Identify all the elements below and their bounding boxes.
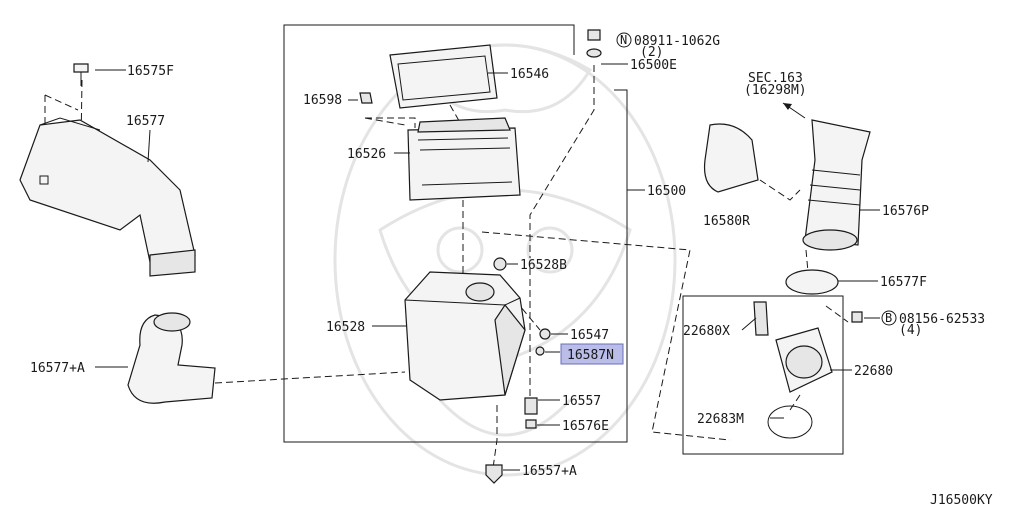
label-16580R: 16580R: [703, 214, 750, 229]
part-16577F-clamp: [785, 269, 839, 295]
label-16528B: 16528B: [520, 258, 567, 273]
part-16576E-clip: [525, 419, 537, 429]
label-08911-symbol: N: [620, 33, 627, 47]
assembly-frame-16500: [283, 24, 645, 443]
label-16587N[interactable]: 16587N: [567, 348, 614, 363]
part-16575F-bolt: [73, 63, 89, 86]
label-16575F: 16575F: [127, 64, 174, 79]
label-08911-qty: (2): [640, 45, 663, 60]
part-16580R-resonator: [703, 123, 759, 193]
label-16577F: 16577F: [880, 275, 927, 290]
label-16526: 16526: [347, 147, 386, 162]
label-22680X: 22680X: [683, 324, 730, 339]
label-16557A: 16557+A: [522, 464, 577, 479]
part-16598-clip: [359, 92, 373, 104]
label-16557: 16557: [562, 394, 601, 409]
b-symbol-circle: [881, 310, 897, 326]
label-16528: 16528: [326, 320, 365, 335]
part-16577-duct: [19, 117, 196, 277]
label-16598: 16598: [303, 93, 342, 108]
highlight-16587N: [560, 343, 624, 365]
n-symbol-circle: [616, 32, 632, 48]
part-16576P-hose: [802, 119, 871, 251]
label-16576E: 16576E: [562, 419, 609, 434]
label-08156: 08156-62533: [899, 312, 985, 327]
part-16587N-grommet: [535, 346, 545, 356]
label-16546: 16546: [510, 67, 549, 82]
part-16526-cover: [407, 117, 521, 201]
part-22683M-oring: [767, 405, 813, 439]
part-08911-nut: [587, 29, 601, 41]
part-22680-meter: [775, 327, 833, 393]
part-08156-bolt: [851, 311, 863, 323]
part-22680X-sensor: [753, 301, 769, 336]
part-16547-washer: [539, 328, 551, 340]
label-22683M: 22683M: [697, 412, 744, 427]
label-08156-symbol: B: [885, 311, 892, 325]
label-16500E: 16500E: [630, 58, 677, 73]
label-08156-group: B 08156-62533 (4): [881, 310, 985, 338]
label-08911: 08911-1062G: [634, 34, 720, 49]
label-22680: 22680: [854, 364, 893, 379]
label-16500: 16500: [647, 184, 686, 199]
label-08911-group: N 08911-1062G (2): [616, 32, 720, 60]
frame-22680: [682, 295, 844, 455]
part-16557A-valve: [485, 464, 503, 484]
label-leaders: [95, 63, 880, 471]
part-16546-filter: [389, 44, 498, 109]
part-16577A-elbow: [127, 312, 216, 404]
arrow-to-sec163: [782, 102, 806, 119]
label-08156-qty: (4): [899, 323, 922, 338]
diagram-code: J16500KY: [930, 493, 993, 508]
label-16576P: 16576P: [882, 204, 929, 219]
part-16500E-washer: [586, 48, 602, 58]
part-16557-valve: [524, 397, 538, 415]
label-16577A: 16577+A: [30, 361, 85, 376]
part-16528-body: [404, 271, 526, 401]
label-16577: 16577: [126, 114, 165, 129]
part-16528B-grommet: [493, 257, 507, 271]
label-16547: 16547: [570, 328, 609, 343]
label-sec163-ref: (16298M): [744, 83, 807, 98]
label-sec163: SEC.163: [748, 71, 803, 86]
